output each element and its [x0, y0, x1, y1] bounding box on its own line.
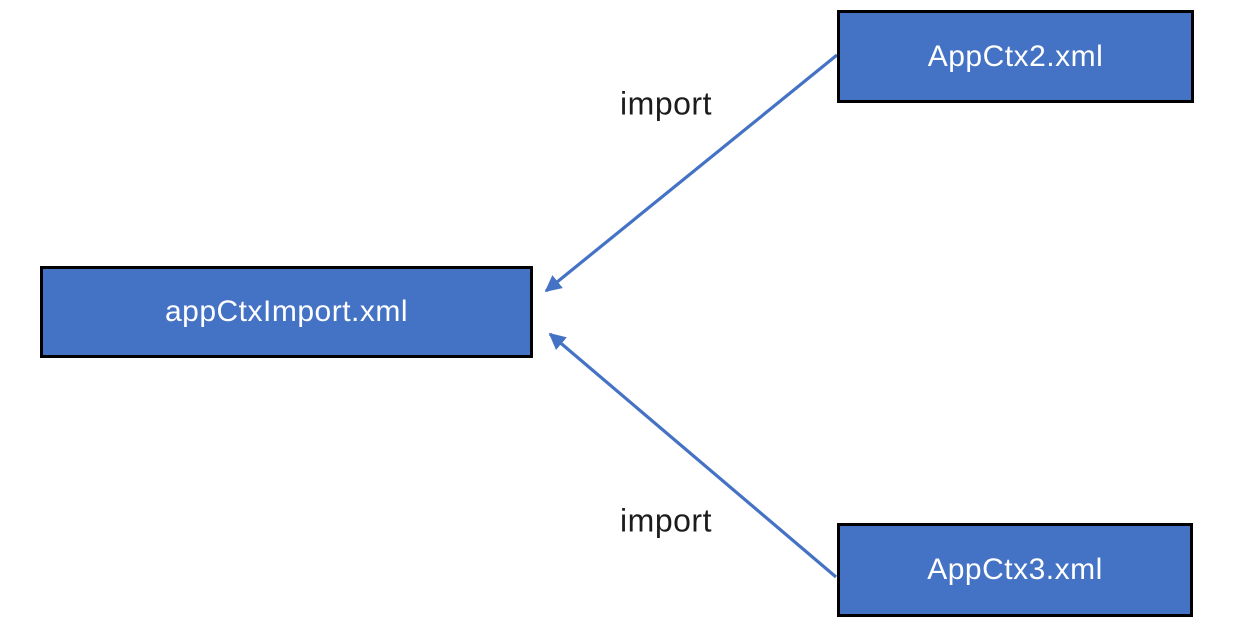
node-appctx3: AppCtx3.xml — [837, 523, 1193, 617]
node-appctx2: AppCtx2.xml — [837, 10, 1194, 103]
edge-appctx3-to-appctximport — [548, 332, 838, 579]
edge-label-import-bottom: import — [620, 502, 712, 539]
node-appctx3-label: AppCtx3.xml — [927, 553, 1103, 586]
node-appctximport: appCtxImport.xml — [40, 266, 533, 358]
node-appctx2-label: AppCtx2.xml — [927, 39, 1104, 73]
edge-label-import-top: import — [620, 85, 712, 122]
node-appctximport-label: appCtxImport.xml — [164, 295, 409, 328]
